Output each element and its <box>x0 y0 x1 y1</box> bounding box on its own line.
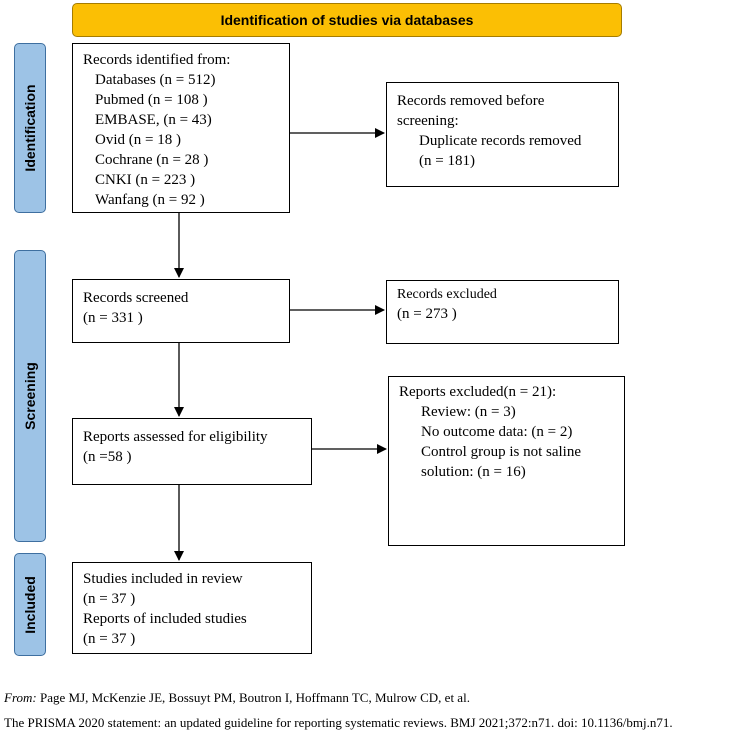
records-removed-box: Records removed before screening: Duplic… <box>386 82 619 187</box>
duplicate-records-count: (n = 181) <box>419 153 475 169</box>
records-identified-title: Records identified from: <box>83 52 231 68</box>
reports-assessed-count: (n =58 ) <box>83 449 132 465</box>
footer-source: From: Page MJ, McKenzie JE, Bossuyt PM, … <box>4 690 470 706</box>
source-embase: EMBASE, (n = 43) <box>95 112 212 128</box>
phase-screening: Screening <box>14 250 46 542</box>
reports-excluded-box: Reports excluded(n = 21): Review: (n = 3… <box>388 376 625 546</box>
footer-from-label: From: <box>4 690 37 705</box>
studies-included-box: Studies included in review (n = 37 ) Rep… <box>72 562 312 654</box>
phase-included: Included <box>14 553 46 656</box>
reports-excluded-title: Reports excluded(n = 21): <box>399 384 557 400</box>
source-cnki: CNKI (n = 223 ) <box>95 172 196 188</box>
reports-included-count: (n = 37 ) <box>83 631 136 647</box>
reports-included-title: Reports of included studies <box>83 611 247 627</box>
excluded-no-outcome: No outcome data: (n = 2) <box>421 424 573 440</box>
reports-assessed-box: Reports assessed for eligibility (n =58 … <box>72 418 312 485</box>
records-removed-title-1: Records removed before <box>397 93 545 109</box>
reports-assessed-title: Reports assessed for eligibility <box>83 429 268 445</box>
excluded-control-group-cont: solution: (n = 16) <box>421 464 526 480</box>
records-screened-count: (n = 331 ) <box>83 310 143 326</box>
header-title: Identification of studies via databases <box>220 12 474 28</box>
excluded-review: Review: (n = 3) <box>421 404 516 420</box>
records-screened-box: Records screened (n = 331 ) <box>72 279 290 343</box>
source-wanfang: Wanfang (n = 92 ) <box>95 192 205 208</box>
phase-identification: Identification <box>14 43 46 213</box>
excluded-control-group: Control group is not saline <box>421 444 581 460</box>
source-cochrane: Cochrane (n = 28 ) <box>95 152 209 168</box>
records-excluded-title: Records excluded <box>397 287 497 302</box>
studies-included-count: (n = 37 ) <box>83 591 136 607</box>
databases-count: Databases (n = 512) <box>95 72 216 88</box>
studies-included-title: Studies included in review <box>83 571 243 587</box>
source-ovid: Ovid (n = 18 ) <box>95 132 181 148</box>
footer-authors: Page MJ, McKenzie JE, Bossuyt PM, Boutro… <box>40 690 470 705</box>
records-excluded-box: Records excluded (n = 273 ) <box>386 280 619 344</box>
source-pubmed: Pubmed (n = 108 ) <box>95 92 208 108</box>
records-identified-box: Records identified from: Databases (n = … <box>72 43 290 213</box>
records-screened-title: Records screened <box>83 290 189 306</box>
records-removed-title-2: screening: <box>397 113 459 129</box>
duplicate-records-label: Duplicate records removed <box>419 133 582 149</box>
footer-citation: The PRISMA 2020 statement: an updated gu… <box>4 715 673 730</box>
diagram-header: Identification of studies via databases <box>72 3 622 37</box>
records-excluded-count: (n = 273 ) <box>397 306 457 322</box>
